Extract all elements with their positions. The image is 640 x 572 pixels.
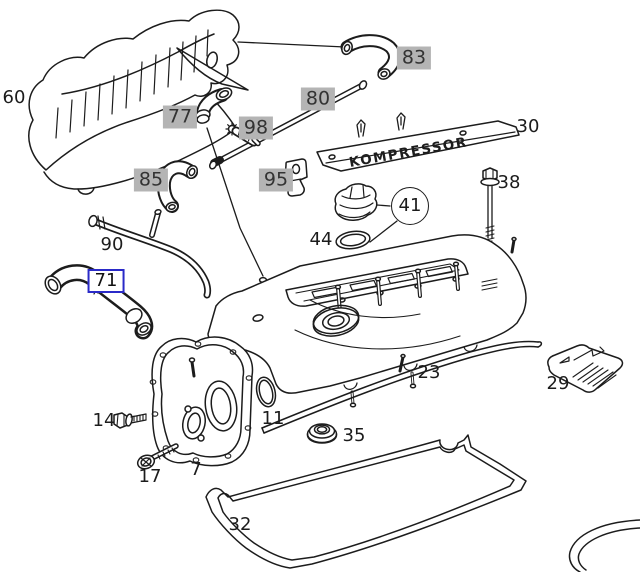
part-41-oil-filler-cap <box>334 183 398 243</box>
part-11-o-ring <box>255 376 277 408</box>
part-71-breather-hose <box>44 264 154 340</box>
part-label-85[interactable]: 85 <box>133 168 169 192</box>
part-label-98[interactable]: 98 <box>238 116 274 140</box>
part-17-screw <box>136 443 179 470</box>
part-label-7[interactable]: 7 <box>190 459 202 480</box>
part-7-front-cover <box>149 336 254 467</box>
part-label-71[interactable]: 71 <box>87 269 125 293</box>
part-label-83[interactable]: 83 <box>396 46 432 70</box>
part-label-11[interactable]: 11 <box>261 408 285 429</box>
part-label-23[interactable]: 23 <box>417 362 441 383</box>
part-14-hex-bolt <box>113 412 147 429</box>
leader-line-60-83 <box>237 41 346 48</box>
part-label-90[interactable]: 90 <box>100 234 124 255</box>
part-32-valve-cover-gasket <box>205 434 527 569</box>
part-label-80[interactable]: 80 <box>300 87 336 111</box>
part-label-35[interactable]: 35 <box>342 425 366 446</box>
part-label-14[interactable]: 14 <box>92 410 116 431</box>
part-partial-ring <box>568 519 640 572</box>
part-label-38[interactable]: 38 <box>497 172 521 193</box>
part-label-32[interactable]: 32 <box>228 514 252 535</box>
part-44-sealing-ring <box>335 230 371 250</box>
part-label-41[interactable]: 41 <box>391 187 429 225</box>
part-90-vent-tube <box>88 208 212 299</box>
part-label-17[interactable]: 17 <box>138 466 162 487</box>
part-83-breather-hose <box>340 34 401 80</box>
part-77-elbow-connector <box>195 87 233 124</box>
part-label-77[interactable]: 77 <box>162 105 198 129</box>
part-29-information-label <box>547 344 624 393</box>
part-label-44[interactable]: 44 <box>309 229 333 250</box>
part-38-bolt <box>480 167 500 243</box>
part-label-60[interactable]: 60 <box>2 87 26 108</box>
part-80-vent-pipe <box>208 80 368 170</box>
part-label-30[interactable]: 30 <box>516 116 540 137</box>
part-label-29[interactable]: 29 <box>546 373 570 394</box>
part-35-grommet <box>306 423 338 444</box>
part-label-95[interactable]: 95 <box>258 168 294 192</box>
part-23-valve-cover <box>207 234 543 434</box>
